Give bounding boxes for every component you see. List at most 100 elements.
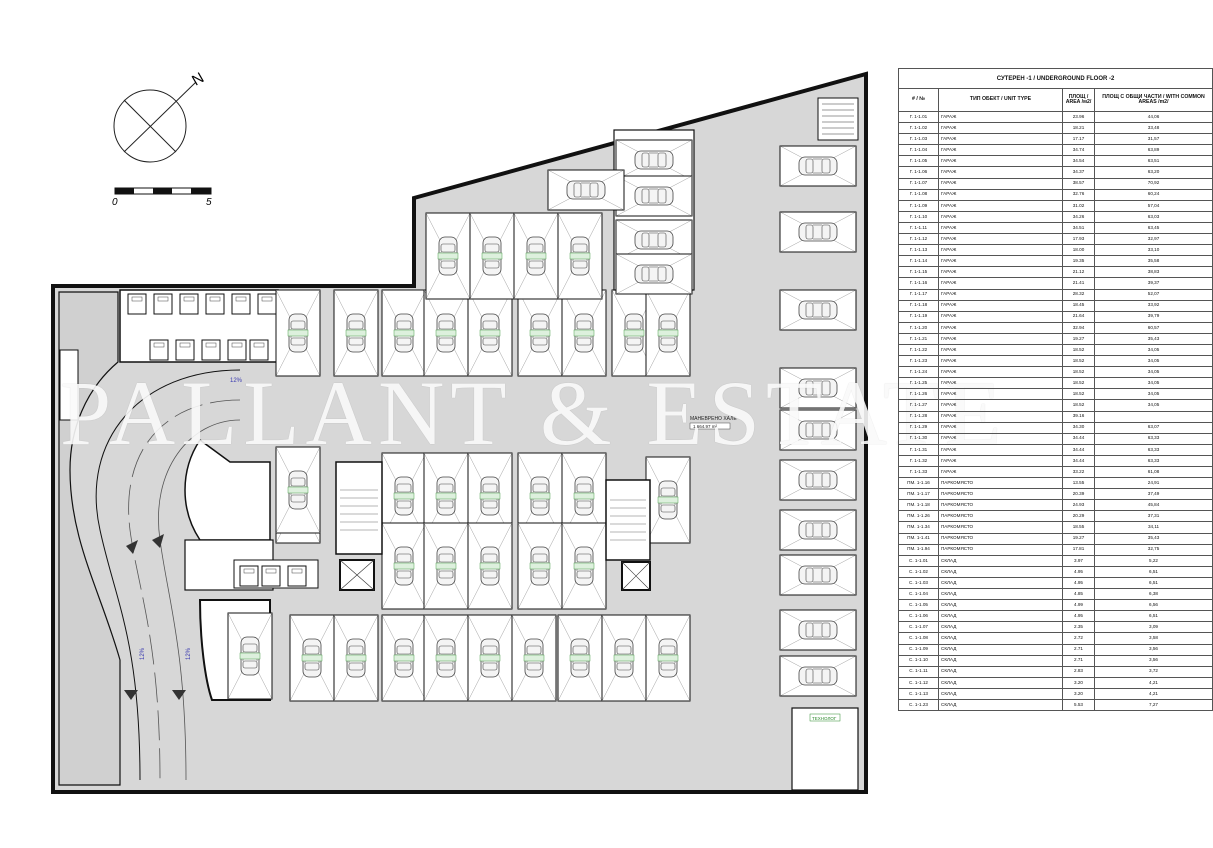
area-cell: 4.85 (1062, 588, 1095, 601)
area-cell: 2.71 (1062, 643, 1095, 656)
unit-type-cell: СКЛАД (938, 588, 1063, 601)
common-area-cell: 52,07 (1093, 288, 1213, 301)
maneuver-area-label: МАНЕВРЕНО ХАЛЕ 1 664.97 m² (689, 416, 737, 430)
unit-type-cell: ГАРАЖ (938, 310, 1063, 323)
common-area-cell: 4,21 (1093, 687, 1213, 700)
area-cell: 31.02 (1062, 199, 1095, 212)
unit-type-cell: ГАРАЖ (938, 210, 1063, 223)
unit-type-cell: ГАРАЖ (938, 244, 1063, 257)
common-area-cell: 35,43 (1093, 332, 1213, 345)
unit-type-cell: ГАРАЖ (938, 332, 1063, 345)
unit-type-cell: ГАРАЖ (938, 277, 1063, 290)
area-cell: 32.94 (1062, 321, 1095, 334)
unit-id-cell: ПМ. 1-1.17 (898, 488, 939, 501)
area-cell: 20.39 (1062, 488, 1095, 501)
common-area-cell: 33,48 (1093, 122, 1213, 135)
common-area-cell: 6,51 (1093, 565, 1213, 578)
unit-type-cell: ГАРАЖ (938, 454, 1063, 468)
unit-id-cell: Г. 1-1.02 (898, 122, 939, 135)
maneuver-area: 1 664.97 m² (693, 424, 718, 429)
area-cell: 34.26 (1062, 210, 1095, 223)
column-header-id: # / № (898, 88, 939, 112)
unit-id-cell: Г. 1-1.26 (898, 388, 939, 401)
unit-id-cell: Г. 1-1.14 (898, 255, 939, 268)
unit-type-cell: ГАРАЖ (938, 266, 1063, 279)
common-area-cell: 6,51 (1093, 610, 1213, 623)
unit-type-cell: СКЛАД (938, 621, 1063, 634)
unit-id-cell: Г. 1-1.20 (898, 321, 939, 334)
unit-type-cell: ГАРАЖ (938, 377, 1063, 390)
unit-type-cell: ПАРКОМЯСТО (938, 532, 1063, 545)
unit-type-cell: ГАРАЖ (938, 133, 1063, 146)
unit-id-cell: Г. 1-1.05 (898, 155, 939, 168)
common-area-cell: 57,04 (1093, 199, 1213, 212)
unit-id-cell: Г. 1-1.13 (898, 244, 939, 257)
column-header-common-area: ПЛОЩ С ОБЩИ ЧАСТИ / WITH COMMON AREAS /m… (1093, 88, 1213, 112)
unit-type-cell: ГАРАЖ (938, 388, 1063, 401)
area-cell: 2.71 (1062, 654, 1095, 667)
unit-id-cell: ПМ. 1-1.34 (898, 521, 939, 534)
unit-type-cell: ГАРАЖ (938, 155, 1063, 168)
unit-id-cell: Г. 1-1.01 (898, 110, 939, 124)
unit-id-cell: Г. 1-1.18 (898, 299, 939, 312)
unit-id-cell: Г. 1-1.12 (898, 233, 939, 246)
unit-id-cell: Г. 1-1.31 (898, 443, 939, 456)
unit-id-cell: С. 1-1.01 (898, 554, 939, 567)
area-cell: 19.35 (1062, 255, 1095, 268)
unit-id-cell: С. 1-1.05 (898, 599, 939, 612)
unit-id-cell: С. 1-1.07 (898, 621, 939, 634)
common-area-cell: 63,03 (1093, 210, 1213, 223)
unit-type-cell: ГАРАЖ (938, 410, 1063, 423)
unit-type-cell: ГАРАЖ (938, 299, 1063, 312)
common-area-cell: 3,09 (1093, 621, 1213, 634)
common-area-cell: 35,58 (1093, 255, 1213, 268)
unit-id-cell: С. 1-1.11 (898, 665, 939, 678)
area-cell: 2.35 (1062, 621, 1095, 634)
common-area-cell: 3,56 (1093, 643, 1213, 656)
area-cell: 4.99 (1062, 599, 1095, 612)
common-area-cell: 63,33 (1093, 454, 1213, 468)
unit-id-cell: Г. 1-1.11 (898, 221, 939, 235)
area-cell: 18.52 (1062, 366, 1095, 379)
area-cell: 38.57 (1062, 177, 1095, 190)
area-cell: 34.44 (1062, 432, 1095, 445)
area-cell: 21.12 (1062, 266, 1095, 279)
area-cell: 18.55 (1062, 521, 1095, 534)
area-cell: 18.52 (1062, 355, 1095, 368)
unit-id-cell: С. 1-1.03 (898, 576, 939, 590)
area-cell: 18.52 (1062, 399, 1095, 412)
common-area-cell: 63,89 (1093, 144, 1213, 157)
area-cell: 34.37 (1062, 166, 1095, 179)
unit-type-cell: СКЛАД (938, 654, 1063, 667)
unit-id-cell: Г. 1-1.19 (898, 310, 939, 323)
unit-id-cell: С. 1-1.04 (898, 588, 939, 601)
unit-id-cell: Г. 1-1.16 (898, 277, 939, 290)
unit-id-cell: Г. 1-1.28 (898, 410, 939, 423)
unit-type-cell: ПАРКОМЯСТО (938, 499, 1063, 512)
unit-type-cell: ГАРАЖ (938, 432, 1063, 445)
area-cell: 23.96 (1062, 110, 1095, 124)
unit-type-cell: СКЛАД (938, 599, 1063, 612)
unit-type-cell: СКЛАД (938, 676, 1063, 689)
area-cell: 17.81 (1062, 543, 1095, 556)
area-cell: 28.32 (1062, 288, 1095, 301)
common-area-cell: 6,56 (1093, 599, 1213, 612)
